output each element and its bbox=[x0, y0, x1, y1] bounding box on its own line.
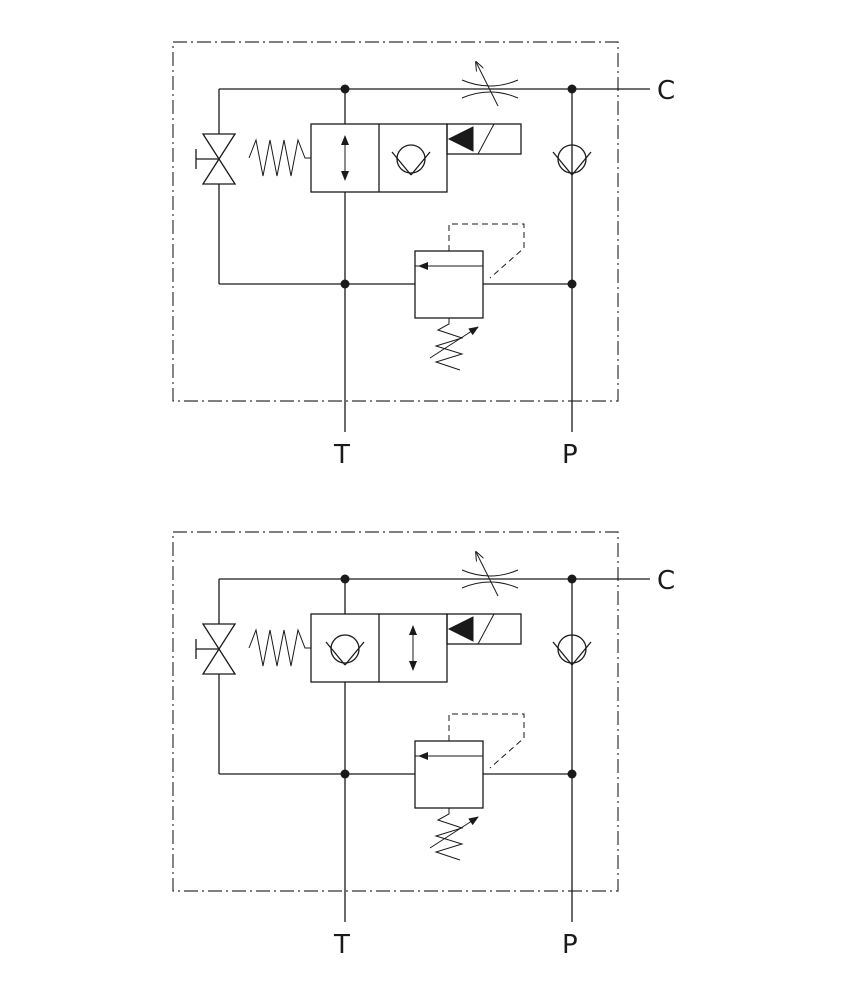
port-p-label: P bbox=[562, 930, 578, 960]
port-p-label: P bbox=[562, 440, 578, 470]
schematic-body-2 bbox=[173, 532, 650, 922]
valve-state-1 bbox=[345, 136, 430, 180]
port-t-label: T bbox=[333, 440, 350, 470]
port-c-label: C bbox=[657, 76, 675, 106]
diagram-2: C T P bbox=[173, 532, 675, 960]
port-c-label: C bbox=[657, 566, 675, 596]
diagram-1: C T P bbox=[173, 42, 675, 470]
schematic-body-1 bbox=[173, 42, 650, 432]
valve-state-2 bbox=[326, 626, 413, 670]
port-t-label: T bbox=[333, 930, 350, 960]
